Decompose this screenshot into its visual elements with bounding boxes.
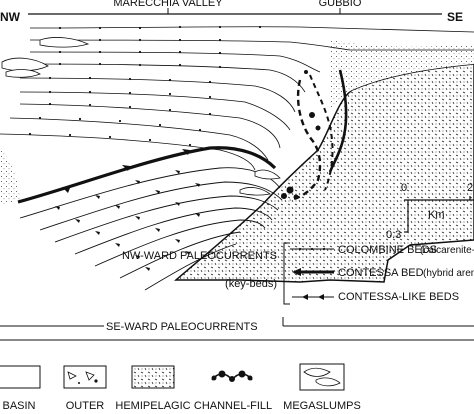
facies-basin-label: BASIN [2,400,35,412]
scale-label-zero: 0 [401,182,407,194]
channel-dashed-outer [309,74,334,191]
facies-channel-fill-symbol [211,370,253,382]
legend-colombine-note: (calcarenite-calcilutite) [420,245,474,256]
legend-contessa-like-label: CONTESSA-LIKE BEDS [338,291,459,303]
direction-label-nw: NW [0,10,21,24]
facies-megaslumps-label: MEGASLUMPS [283,400,361,412]
facies-outer-symbol [63,365,107,389]
facies-megaslumps-symbol [299,363,345,391]
megaslump-lenses [1,37,281,196]
legend-colombine-label: COLOMBINE BEDS [338,244,437,256]
legend-contessa-label: CONTESSA BED [338,267,424,279]
contessa-bed-arrows [62,149,190,193]
facies-basin-box [0,395,38,399]
facies-channel-fill-label: CHANNEL-FILL [194,400,272,412]
colombine-beds-dots [28,25,262,147]
colombine-beds-lines [0,26,474,171]
contessa-like-beds-arrows [55,170,200,271]
contessa-bed-line [17,146,277,204]
nw-ward-label: NW-WARD PALEOCURRENTS [122,250,277,262]
channel-fill-blobs [281,70,321,200]
key-beds-label: (key-beds) [225,278,277,290]
channel-dashed-outline [289,79,322,202]
facies-basin-symbol [0,365,41,389]
scale-bar [404,196,474,233]
direction-label-se: SE [447,10,463,24]
contessa-bed-right [328,69,348,173]
legend-bracket [283,242,290,305]
scale-label-two: 2 [467,182,473,194]
facies-outer-label: OUTER [66,400,105,412]
legend-contessa-note: (hybrid arenite) [423,268,474,279]
facies-hemipelagic-symbol [131,365,175,389]
dotted-cover [330,40,474,110]
location-label-marecchia: MARECCHIA VALLEY [113,0,223,9]
basin-dotted-wedge [0,148,20,205]
location-label-gubbio: GUBBIO [319,0,362,9]
se-ward-label: SE-WARD PALEOCURRENTS [106,321,258,333]
facies-hemipelagic-label: HEMIPELAGIC [115,400,190,412]
scale-label-unit: Km [428,209,445,221]
scale-label-depth: 0.3 [386,229,401,241]
